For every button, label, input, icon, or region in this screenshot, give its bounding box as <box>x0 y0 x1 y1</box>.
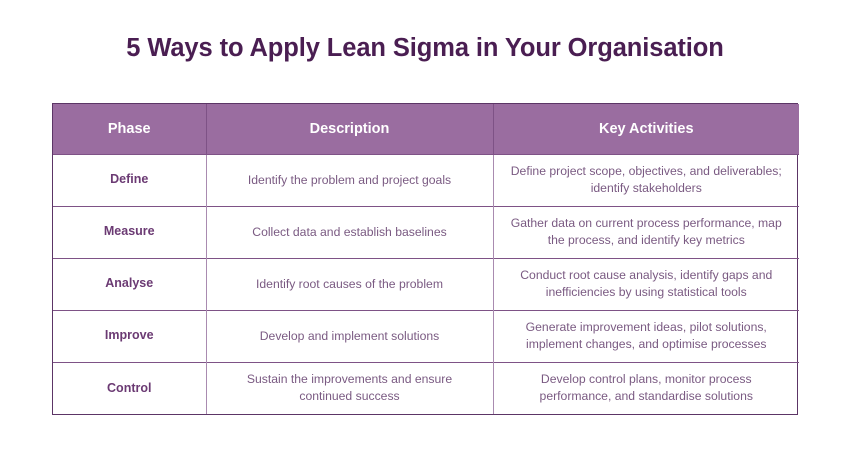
dmaic-table: Phase Description Key Activities Define … <box>53 104 799 414</box>
cell-description: Sustain the improvements and ensure cont… <box>206 361 494 414</box>
cell-key-activities: Gather data on current process performan… <box>493 205 799 258</box>
cell-phase: Define <box>53 153 207 206</box>
header-row: Phase Description Key Activities <box>53 104 799 154</box>
cell-description: Develop and implement solutions <box>206 309 494 362</box>
column-header-description: Description <box>206 104 494 154</box>
table-header: Phase Description Key Activities <box>53 104 799 154</box>
cell-phase: Control <box>53 361 207 414</box>
page-title: 5 Ways to Apply Lean Sigma in Your Organ… <box>126 34 724 62</box>
cell-description: Collect data and establish baselines <box>206 205 494 258</box>
cell-description: Identify the problem and project goals <box>206 153 494 206</box>
dmaic-table-container: Phase Description Key Activities Define … <box>52 103 799 415</box>
cell-phase: Analyse <box>53 257 207 310</box>
table-row: Analyse Identify root causes of the prob… <box>53 257 799 310</box>
cell-phase: Measure <box>53 205 207 258</box>
table-row: Define Identify the problem and project … <box>53 153 799 206</box>
cell-key-activities: Conduct root cause analysis, identify ga… <box>493 257 799 310</box>
table-body: Define Identify the problem and project … <box>53 153 799 414</box>
cell-description: Identify root causes of the problem <box>206 257 494 310</box>
cell-phase: Improve <box>53 309 207 362</box>
table-row: Improve Develop and implement solutions … <box>53 309 799 362</box>
cell-key-activities: Define project scope, objectives, and de… <box>493 153 799 206</box>
cell-key-activities: Generate improvement ideas, pilot soluti… <box>493 309 799 362</box>
table-row: Measure Collect data and establish basel… <box>53 205 799 258</box>
cell-key-activities: Develop control plans, monitor process p… <box>493 361 799 414</box>
column-header-phase: Phase <box>53 104 207 154</box>
table-row: Control Sustain the improvements and ens… <box>53 361 799 414</box>
column-header-key-activities: Key Activities <box>493 104 799 154</box>
